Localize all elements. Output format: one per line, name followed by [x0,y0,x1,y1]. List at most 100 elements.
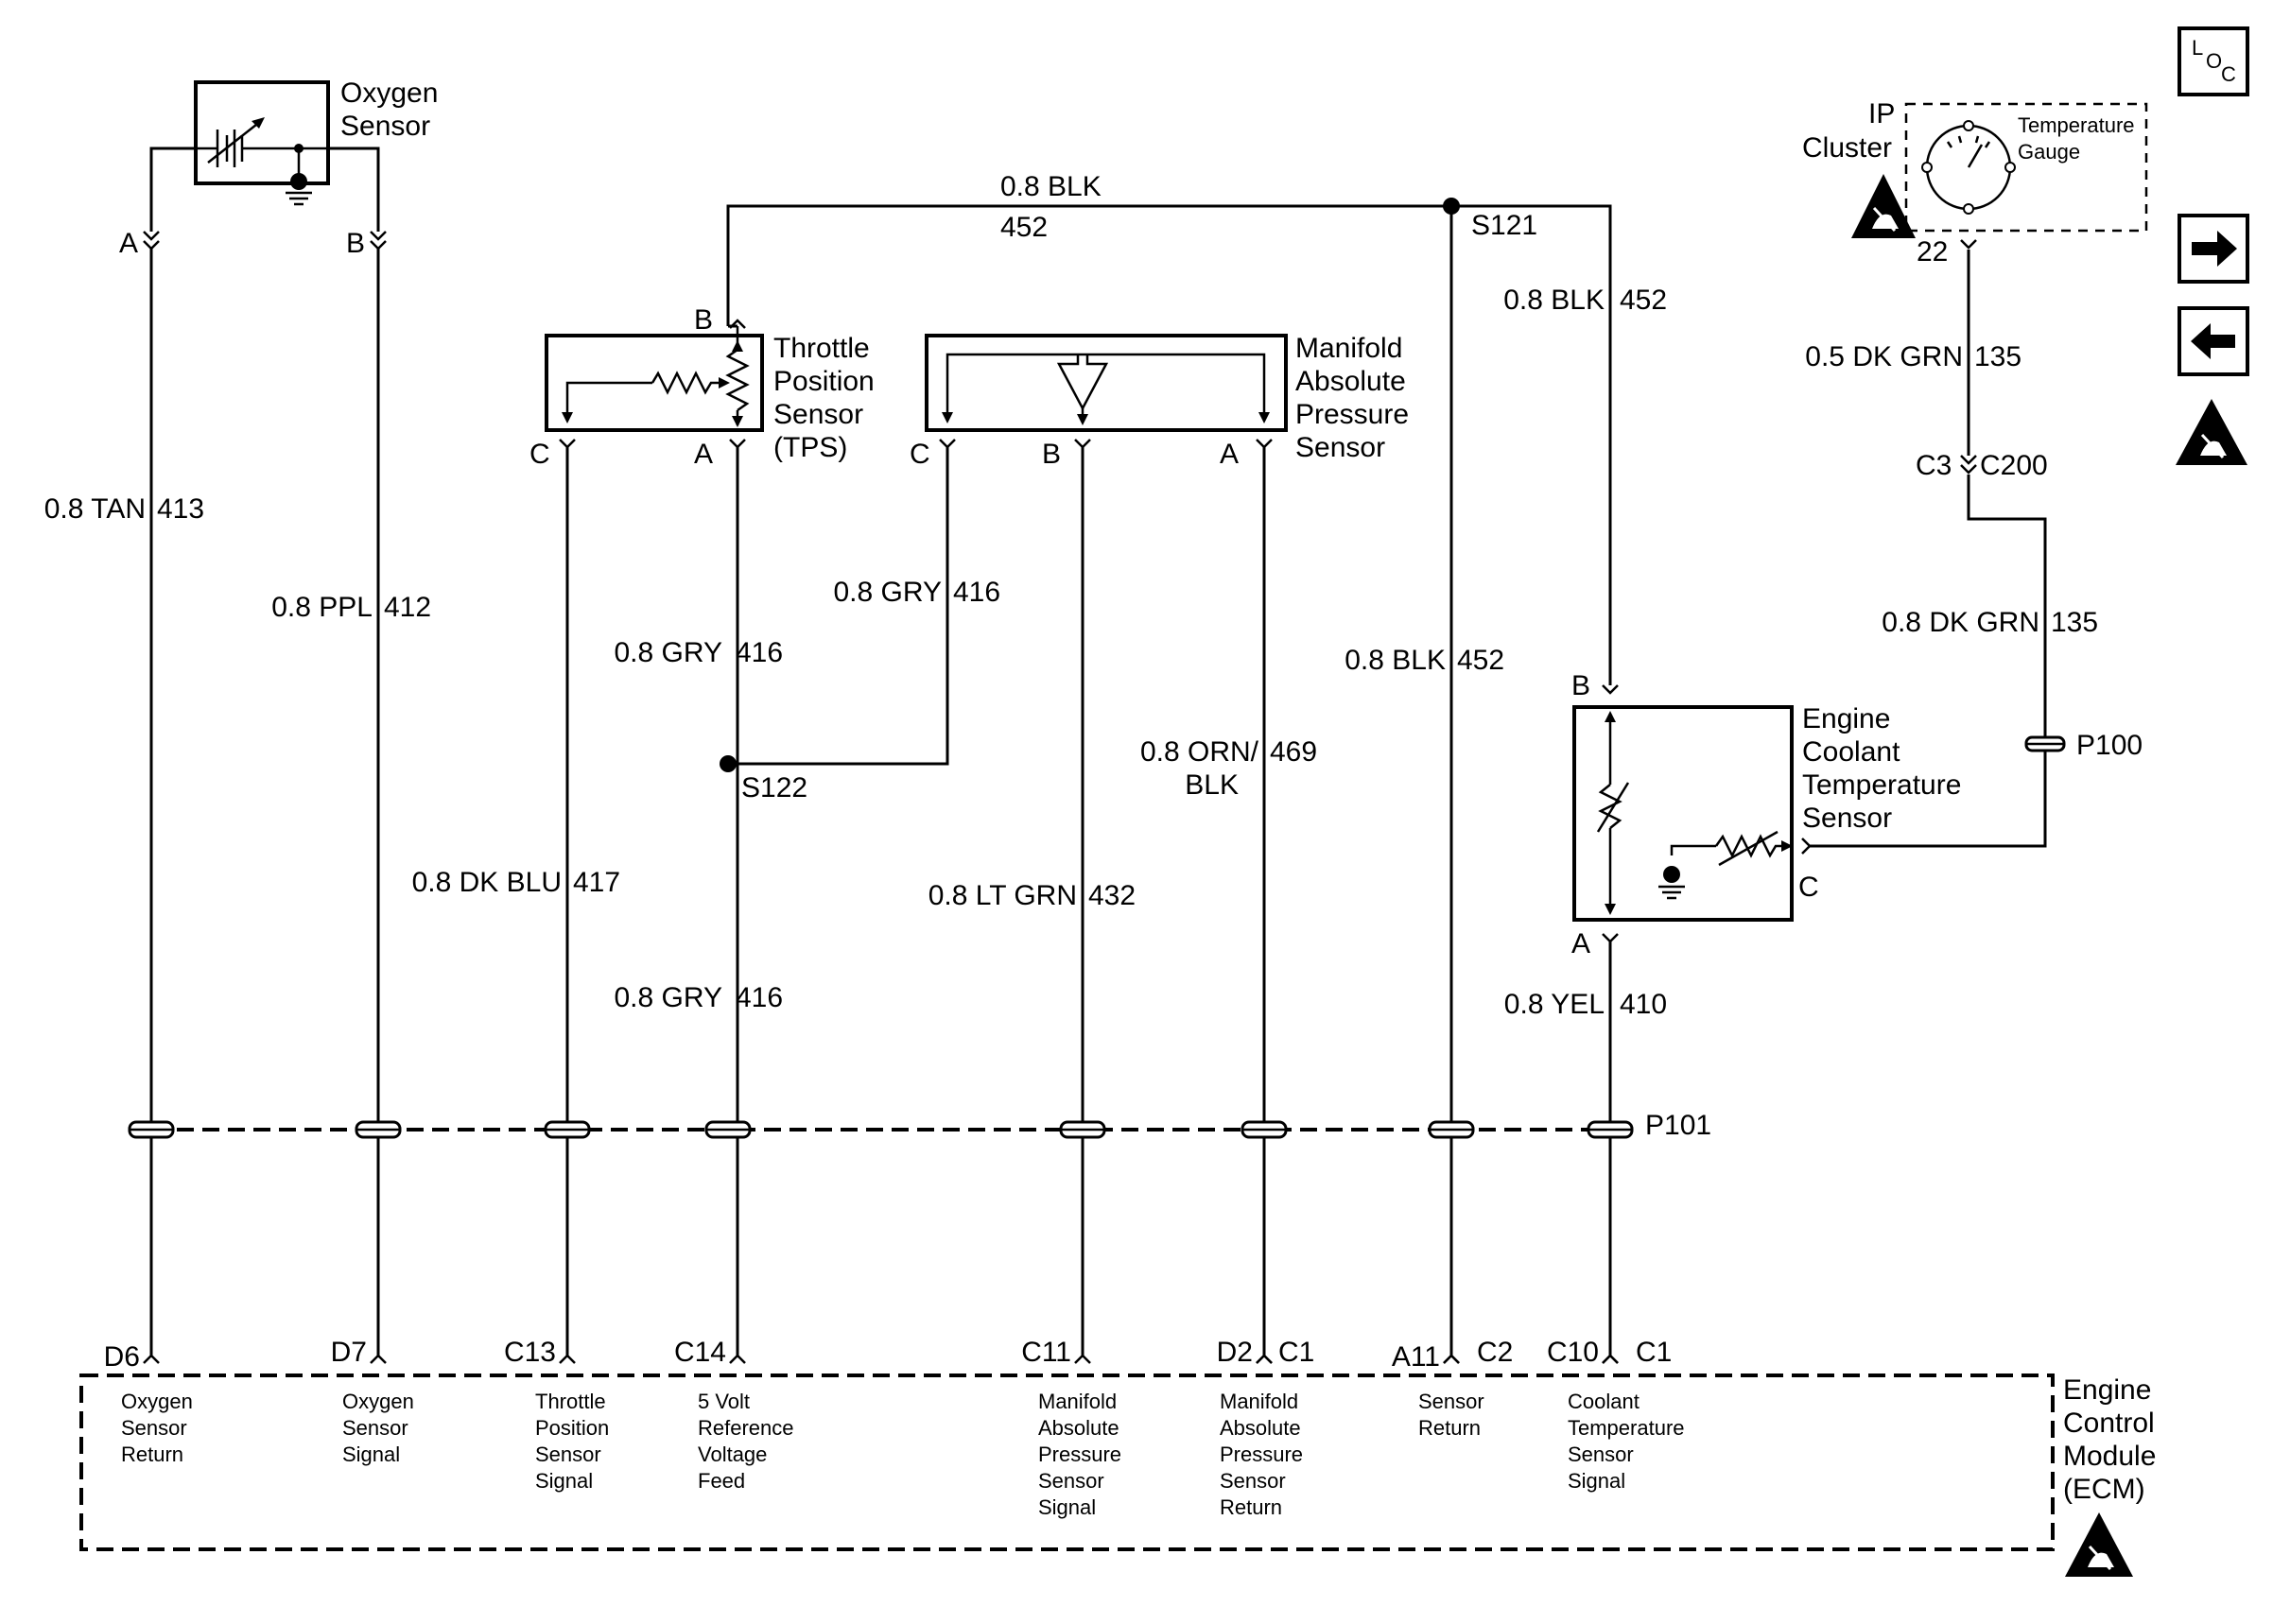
p101-terminal [128,1120,175,1139]
arrow-right-icon [2192,231,2237,267]
ect-label-4: Sensor [1802,803,1892,834]
ip-cluster-label-2: Cluster [1802,132,1892,164]
map-pin-a: A [1220,439,1239,470]
previous-page-button[interactable] [2178,306,2249,376]
esd-warning-icon [2176,399,2247,465]
wire-circuit-w416_mid: 416 [953,577,1000,608]
wire-color-w413: 0.8 TAN [44,493,146,525]
wire-circuit-w452_right: 452 [1620,285,1667,316]
arrow-left-icon [2191,323,2235,359]
wire-circuit-w452_top: 452 [1000,212,1048,243]
p101-connectors [128,1120,1634,1139]
p100-connector [2024,735,2066,752]
ip-cluster-label-1: IP [1868,98,1895,130]
ecm-label-1: Engine [2063,1374,2151,1406]
ecm-label-3: Module [2063,1441,2156,1472]
map-pin-c: C [910,439,930,470]
oxygen-sensor: Oxygen Sensor [151,78,438,206]
ecm-pin-label: C1 [1278,1337,1314,1368]
ecm-function-label: Signal [342,1443,400,1466]
ecm-function-label: Manifold [1038,1390,1117,1413]
wire-circuit-w412: 412 [384,592,431,623]
ecm-pin-terminal [1602,1354,1619,1364]
ecm-pin-label: C1 [1636,1337,1672,1368]
ecm-pin-terminal [370,1354,387,1364]
map-label-3: Pressure [1295,399,1409,430]
ecm-function-label: Return [1220,1495,1282,1519]
esd-warning-icon [1851,174,1916,238]
wire-circuit-w432: 432 [1088,880,1136,911]
p100-label: P100 [2076,730,2143,761]
map-sensor: Manifold Absolute Pressure Sensor [925,333,1409,463]
loc-letter-c: C [2221,62,2236,86]
ecm-function-label: Sensor [1568,1443,1634,1466]
p101-terminal [1428,1120,1475,1139]
wire-circuit-w135_b: 135 [2051,607,2098,638]
tps-label-2: Position [773,366,875,397]
p101-terminal [1241,1120,1288,1139]
wire-color-w432: 0.8 LT GRN [928,880,1077,911]
p101-terminal [1587,1120,1634,1139]
oxygen-sensor-label-1: Oxygen [340,78,438,109]
ecm-function-label: Reference [698,1416,794,1440]
ect-pin-c: C [1798,872,1819,903]
map-label-2: Absolute [1295,366,1406,397]
wire-color-w452_low: 0.8 BLK [1345,645,1446,676]
ecm-pin-terminal [1443,1354,1460,1364]
tps-pin-c: C [529,439,550,470]
engine-control-module: Engine Control Module (ECM) [79,1373,2156,1551]
wire-color-w469-1: 0.8 ORN/ [1140,736,1259,768]
ecm-function-label: Sensor [1220,1469,1286,1493]
ecm-function-label: Temperature [1568,1416,1685,1440]
next-page-button[interactable] [2178,214,2249,284]
p101-terminal [704,1120,752,1139]
wire-circuit-w416_low: 416 [736,982,783,1013]
ecm-function-label: Return [1418,1416,1481,1440]
p101-terminal [1059,1120,1106,1139]
wire-circuit-w413: 413 [157,493,204,525]
wire-color-w410: 0.8 YEL [1504,989,1605,1020]
o2-connector-b: B [346,228,365,259]
ect-sensor: Engine Coolant Temperature Sensor [1572,703,1961,922]
splice-s121-dot [1443,198,1460,215]
ecm-pin-terminal [1256,1354,1273,1364]
ip-cluster: Temperature Gauge [1904,102,2148,233]
wire-circuit-w469: 469 [1270,736,1317,768]
wire-circuit-w135_a: 135 [1974,341,2021,372]
tps-label-4: (TPS) [773,432,847,463]
ecm-function-label: 5 Volt [698,1390,750,1413]
ecm-pin-label: C11 [1021,1337,1071,1368]
ect-label-1: Engine [1802,703,1890,734]
ecm-function-label: Oxygen [342,1390,414,1413]
tps-pin-b: B [694,304,713,336]
ecm-function-label: Signal [1038,1495,1096,1519]
esd-warning-icon [2065,1512,2133,1577]
ecm-function-labels: OxygenSensorReturnOxygenSensorSignalThro… [121,1390,1685,1519]
o2-connector-a: A [119,228,138,259]
ecm-pin-label: C14 [674,1337,726,1368]
p101-terminal [544,1120,591,1139]
ecm-pin-label: C2 [1477,1337,1513,1368]
ecm-pin-label: D6 [104,1341,140,1373]
wire-circuit-w417: 417 [573,867,620,898]
ecm-pin-terminal [143,1354,160,1364]
tps-label-3: Sensor [773,399,863,430]
p101-terminal [355,1120,402,1139]
ecm-function-label: Sensor [535,1443,601,1466]
splice-s121: S121 [1471,210,1537,241]
wire-color-w452_right: 0.8 BLK [1503,285,1605,316]
splice-s122: S122 [741,772,807,803]
map-label-1: Manifold [1295,333,1402,364]
ect-label-3: Temperature [1802,769,1961,801]
wire-color-w452_top: 0.8 BLK [1000,171,1102,202]
ecm-pin-label: D7 [331,1337,367,1368]
wire-color-w416_top: 0.8 GRY [614,637,722,668]
wire-color-w135_b: 0.8 DK GRN [1882,607,2039,638]
wire-color-w416_low: 0.8 GRY [614,982,722,1013]
ecm-pin-label: C10 [1547,1337,1599,1368]
ecm-label-4: (ECM) [2063,1474,2145,1505]
loc-button[interactable]: L O C [2178,26,2249,96]
ecm-pin-label: D2 [1217,1337,1253,1368]
